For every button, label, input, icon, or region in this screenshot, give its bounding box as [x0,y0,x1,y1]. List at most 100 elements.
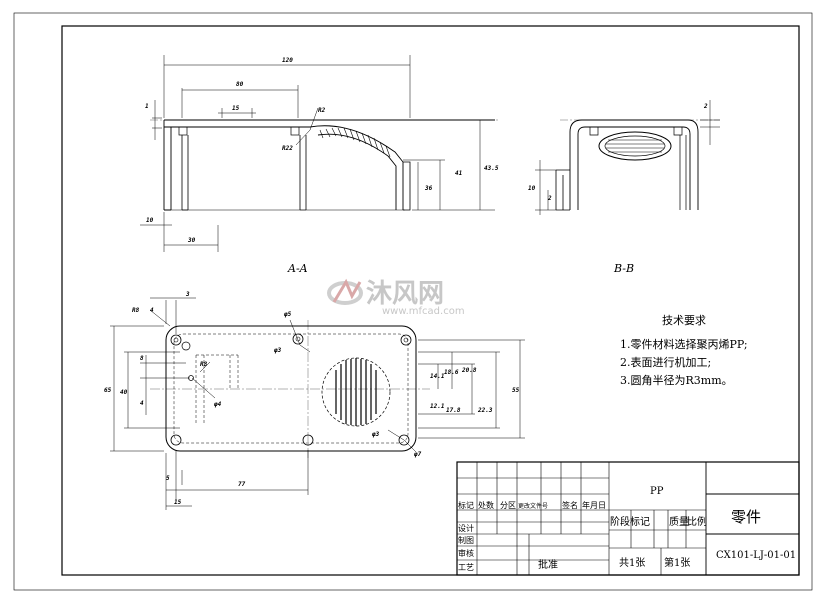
tb-role-check: 审核 [458,548,474,558]
bb-vent-ellipse [598,131,672,161]
aa-boss-mid [290,126,300,136]
plan-hole-tl [170,334,182,346]
dim-top-small: 15 [232,105,240,112]
dim-plan-phi1: φ4 [213,401,222,408]
dim-bb-top: 2 [703,103,708,110]
tb-left-grid [457,462,610,575]
dim-right-h2: 41 [455,170,462,177]
dim-plan-phi5: φ7 [413,451,422,458]
plan-hole-tm-in [295,336,301,342]
section-bb-texts: 2 10 2 B-B [528,103,708,275]
dim-plan-v3: 20.8 [461,367,477,374]
tb-sheet-no: 第1张 [664,556,690,569]
plan-vent-circle [321,357,391,427]
dim-top-inner: 80 [236,81,244,88]
watermark-url: www.mfcad.com [382,306,465,317]
plan-hole-tl2 [181,341,191,351]
label-section-aa: A-A [287,262,308,275]
tb-hdr-zone: 分区 [500,501,516,510]
dim-plan-b1: 5 [166,475,170,482]
tb-drawing-no: CX101-LJ-01-01 [716,550,796,561]
inner-frame [61,25,800,576]
tb-sheets-total: 共1张 [619,557,645,569]
dim-bb-a: 10 [528,185,536,192]
tb-role-design: 设计 [458,523,474,533]
dim-plan-v1: 14.1 [430,373,444,380]
aa-top-plate [163,119,495,211]
tb-hdr-date: 年月日 [582,500,606,510]
plan-dim-bottom [165,450,309,510]
dim-plan-b3: 77 [238,481,246,488]
dim-plan-v6: 22.3 [477,407,493,414]
watermark-logo-icon [327,278,363,305]
tb-approve: 批准 [538,558,558,571]
watermark: 沐风网 www.mfcad.com [327,278,465,317]
plan-outer [165,325,417,452]
dim-plan-v4: 12.1 [430,403,444,410]
bb-bosses [589,127,687,210]
dim-plan-h: 65 [104,387,112,394]
tb-role-draw: 制图 [458,535,474,545]
plan-hole-bl [170,434,182,446]
tb-part-name: 零件 [731,508,761,526]
dim-plan-left: 4 [150,307,154,314]
plan-dim-left [110,325,190,452]
aa-right-wall [403,119,495,211]
dim-plan-r: R8 [132,307,140,314]
dim-plan-v5: 17.8 [446,407,461,414]
tech-item-2: 2.表面进行机加工; [620,355,711,369]
dim-plan-r2: R8 [200,361,208,368]
section-aa-texts: 120 80 15 1 R2 R22 36 41 43.5 10 30 A-A [145,57,499,275]
tech-requirements: 技术要求 1.零件材料选择聚丙烯PP; 2.表面进行机加工; 3.圆角半径为R3… [620,314,748,387]
dim-plan-d2: 4 [140,400,144,407]
dim-right-h1: 36 [424,185,433,192]
tb-hdr-file: 更改文件号 [518,502,548,510]
plan-dim-top [149,297,196,334]
dim-right-h3: 43.5 [484,165,499,172]
tb-stage-mass: 质量 [669,516,689,528]
tb-material: PP [650,486,664,497]
plan-hole-tr-in [403,337,409,343]
tb-hdr-sign: 签名 [562,500,578,510]
aa-dim-right [403,120,495,211]
outer-frame [13,12,813,591]
dim-top-width: 120 [282,57,293,64]
dim-slot-c: R22 [282,145,293,152]
aa-rib-left [181,135,189,211]
plan-view [110,297,525,510]
tb-stage-mark: 阶段标记 [610,515,650,528]
aa-dim-lines [152,55,411,140]
plan-hole-tl-in [173,337,179,343]
dim-plan-phi2: φ3 [273,347,282,354]
tech-title: 技术要求 [662,314,706,327]
watermark-brand: 沐风网 [366,279,444,309]
dim-bb-b: 2 [547,195,552,202]
label-section-bb: B-B [613,262,634,275]
dim-slot-w: R2 [318,107,326,114]
dim-plan-d1: 8 [140,355,144,362]
bb-foot [555,169,570,211]
bb-outline [569,119,699,210]
aa-vent-curve [309,125,404,210]
dim-plan-phi4: φ3 [371,431,380,438]
plan-inner [173,333,409,444]
section-aa-view [140,55,500,252]
plan-ribs [195,354,239,425]
bb-vent-ellipse-inner [604,135,666,157]
title-block [456,461,800,576]
plan-view-texts: R8 3 4 65 40 8 4 R8 φ4 φ3 φ5 14.1 18.6 2… [104,291,520,506]
plan-vent-slots [335,358,377,426]
dim-plan-phi3: φ5 [283,311,292,318]
tb-stage-scale: 比例 [687,515,707,528]
tb-role-process: 工艺 [458,563,474,572]
plan-leaders [191,319,417,453]
plan-dim-right [418,339,525,439]
plan-hole-br [398,434,410,446]
aa-leader [295,107,319,146]
dim-plan-b2: 15 [174,499,182,506]
aa-boss-left [178,126,188,136]
section-bb-view [535,100,720,215]
tb-frame [456,461,800,576]
dim-plan-top: 3 [185,291,190,298]
